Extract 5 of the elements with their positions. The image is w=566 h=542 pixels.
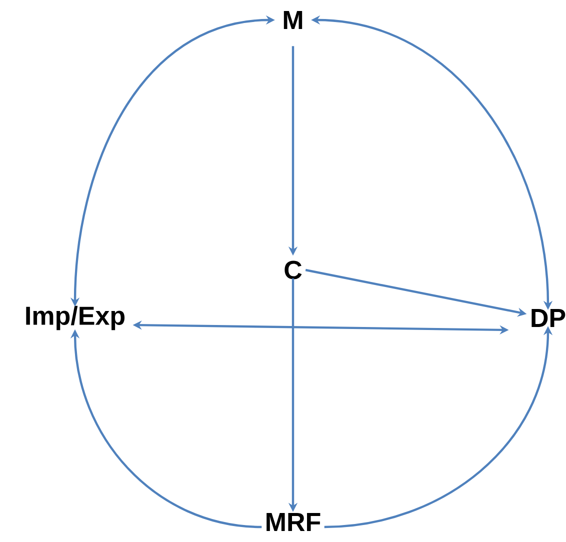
node-label: M — [284, 11, 302, 29]
node-label: MRF — [266, 513, 320, 531]
node-label: C — [284, 260, 302, 280]
node-label: DP — [532, 309, 566, 327]
node-label: Imp/Exp — [26, 306, 124, 330]
